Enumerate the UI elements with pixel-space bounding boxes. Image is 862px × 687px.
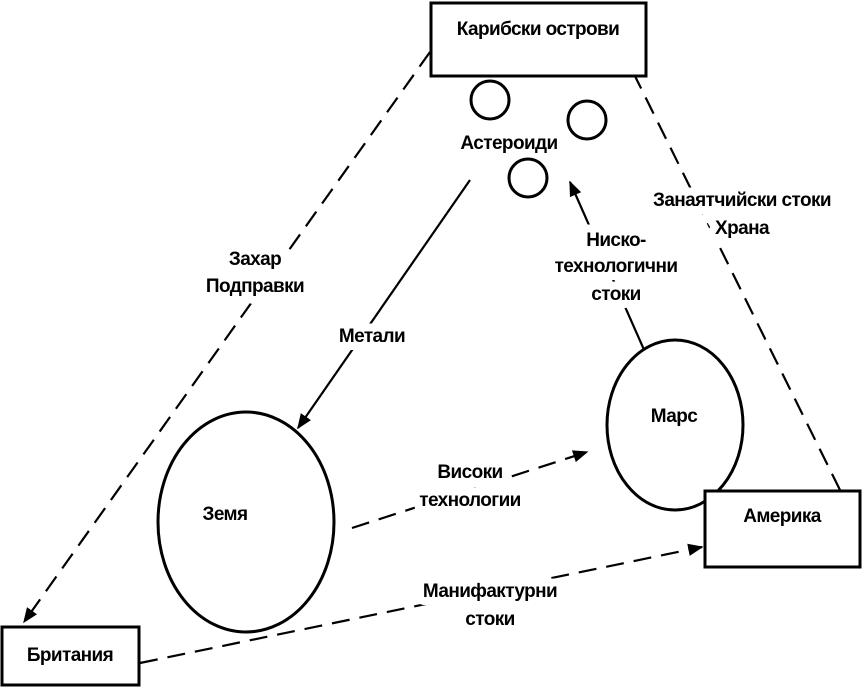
edge-britain-to-america — [139, 543, 704, 665]
label-manufactured-1: Манифактурни — [423, 581, 557, 602]
node-earth: Земя — [156, 410, 336, 634]
label-crafts: Занаятчийски стоки — [653, 190, 831, 211]
label-spices: Подправки — [206, 276, 304, 297]
node-mars: Марс — [605, 338, 745, 512]
node-britain: Британия — [0, 625, 141, 687]
edge-earth-to-mars — [351, 450, 589, 530]
asteroid-circle — [507, 157, 549, 199]
label-metals: Метали — [339, 326, 405, 347]
edge-caribbean-to-britain — [23, 51, 431, 624]
node-caribbean: Карибски острови — [429, 1, 648, 78]
label-hightech-1: Високи — [437, 462, 502, 483]
edge-asteroids-to-earth — [297, 179, 471, 430]
label-lowtech-3: стоки — [591, 284, 640, 305]
edge-mars-to-asteroids — [568, 180, 647, 353]
asteroid-circle — [469, 79, 511, 121]
node-earth-label: Земя — [203, 504, 248, 525]
node-britain-label: Британия — [27, 645, 113, 666]
node-america-label: Америка — [743, 506, 822, 527]
label-lowtech-1: Ниско- — [586, 230, 646, 251]
label-hightech-2: технологии — [419, 490, 521, 511]
label-lowtech-2: технологични — [555, 256, 678, 277]
label-food: Храна — [715, 218, 770, 239]
node-caribbean-label: Карибски острови — [457, 19, 619, 40]
label-sugar: Захар — [229, 249, 281, 270]
label-manufactured-2: стоки — [465, 609, 514, 630]
node-asteroids: Астероиди — [460, 79, 608, 199]
edge-america-to-caribbean — [627, 60, 841, 491]
node-america: Америка — [703, 489, 862, 569]
asteroid-circle — [566, 99, 608, 141]
node-asteroids-label: Астероиди — [460, 133, 557, 154]
node-mars-label: Марс — [651, 406, 698, 427]
